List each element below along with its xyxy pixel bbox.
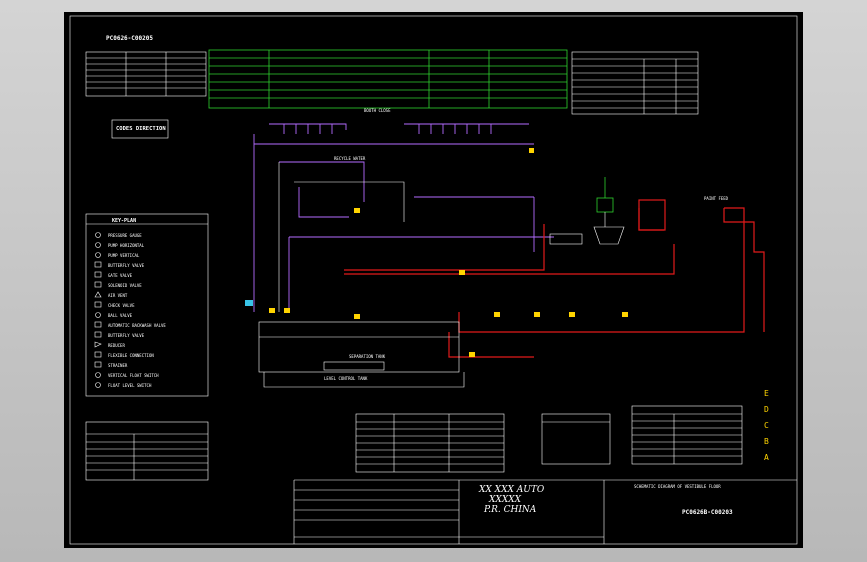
svg-text:REDUCER: REDUCER (108, 343, 125, 348)
key-plan-legend: KEY-PLAN PRESSURE GAUGE PUMP HORIZONTAL … (85, 213, 209, 397)
svg-text:CHECK VALVE: CHECK VALVE (108, 303, 135, 308)
drawing-sheet: PC0626-C00205 (64, 12, 803, 548)
legend-item: REDUCER (94, 341, 125, 348)
info-table-left (85, 51, 207, 97)
sheet-border (69, 15, 798, 545)
svg-text:FLOAT LEVEL SWITCH: FLOAT LEVEL SWITCH (108, 383, 152, 388)
svg-text:B: B (764, 437, 769, 446)
company-line-1: XX XXX AUTO (478, 485, 545, 495)
svg-text:AIR VENT: AIR VENT (108, 293, 128, 298)
title-block (293, 479, 797, 544)
level-switch-table (85, 421, 209, 481)
svg-text:STRAINER: STRAINER (108, 363, 128, 368)
filter-unit (549, 177, 625, 245)
svg-text:AUTOMATIC BACKWASH VALVE: AUTOMATIC BACKWASH VALVE (108, 323, 166, 328)
legend-item: PRESSURE GAUGE (95, 232, 142, 238)
drawing-number: PC0626-C00205 (106, 35, 153, 42)
recycle-label: RECYCLE WATER (334, 156, 366, 161)
svg-text:PUMP VERTICAL: PUMP VERTICAL (108, 253, 140, 258)
legend-item: GATE VALVE (94, 271, 133, 278)
svg-text:D: D (764, 405, 769, 414)
chemical-table (541, 413, 611, 465)
legend-item: STRAINER (94, 361, 128, 368)
svg-text:GATE VALVE: GATE VALVE (108, 273, 133, 278)
svg-text:E: E (764, 389, 769, 398)
legend-item: FLEXIBLE CONNECTION (94, 351, 154, 358)
booth-table (208, 49, 568, 109)
legend-title: KEY-PLAN (112, 218, 136, 224)
valve-markers (245, 148, 628, 357)
svg-text:BUTTERFLY VALVE: BUTTERFLY VALVE (108, 333, 145, 338)
revision-letters: E D C B A (764, 389, 769, 462)
level-tank-table (631, 405, 743, 465)
info-table-right (571, 51, 699, 115)
direction-label: CODES DIRECTION (116, 126, 166, 132)
legend-item: VERTICAL FLOAT SWITCH (95, 372, 159, 378)
feed-label: PAINT FEED (704, 196, 729, 201)
legend-item: PUMP HORIZONTAL (95, 242, 145, 248)
svg-text:BUTTERFLY VALVE: BUTTERFLY VALVE (108, 263, 145, 268)
svg-text:BALL VALVE: BALL VALVE (108, 313, 133, 318)
separation-label: SEPARATION TANK (349, 354, 386, 359)
tank-label: LEVEL CONTROL TANK (324, 376, 368, 381)
direction-box (111, 119, 169, 139)
spray-nozzles (283, 124, 492, 134)
legend-item: BALL VALVE (95, 312, 133, 318)
drawing-title: SCHEMATIC DIAGRAM OF VESTIBULE FLOOR (634, 484, 721, 489)
legend-item: SOLENOID VALVE (94, 281, 142, 288)
legend-item: AIR VENT (94, 291, 128, 298)
legend-item: PUMP VERTICAL (95, 252, 140, 258)
legend-item: BUTTERFLY VALVE (94, 261, 145, 268)
svg-text:SOLENOID VALVE: SOLENOID VALVE (108, 283, 142, 288)
level-control-tank (258, 321, 465, 388)
legend-item: FLOAT LEVEL SWITCH (95, 382, 152, 388)
company-line-3: P.R. CHINA (483, 505, 537, 515)
svg-text:PUMP HORIZONTAL: PUMP HORIZONTAL (108, 243, 145, 248)
company-line-2: XXXXX (488, 495, 522, 505)
legend-item: CHECK VALVE (94, 301, 135, 308)
schematic-drawing: PC0626-C00205 (69, 15, 798, 545)
svg-text:PRESSURE GAUGE: PRESSURE GAUGE (108, 233, 142, 238)
svg-text:VERTICAL FLOAT SWITCH: VERTICAL FLOAT SWITCH (108, 373, 159, 378)
red-loop (344, 199, 765, 358)
svg-text:FLEXIBLE CONNECTION: FLEXIBLE CONNECTION (108, 353, 154, 358)
return-pipe (294, 181, 405, 222)
legend-item: AUTOMATIC BACKWASH VALVE (94, 321, 166, 328)
svg-text:C: C (764, 421, 769, 430)
spray-header (253, 123, 554, 312)
drawing-number-bottom: PC0626B-C00203 (682, 509, 733, 516)
svg-text:A: A (764, 453, 769, 462)
legend-item: BUTTERFLY VALVE (94, 331, 145, 338)
supply-label: BOOTH CLOSE (364, 108, 391, 113)
pump-table (355, 413, 505, 473)
